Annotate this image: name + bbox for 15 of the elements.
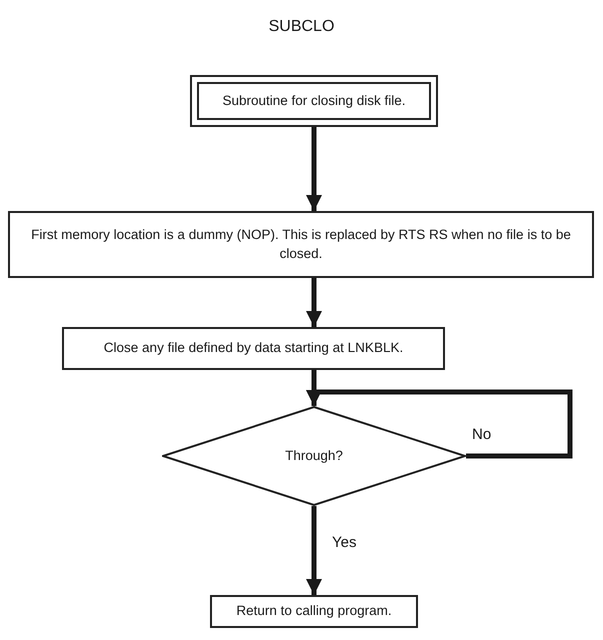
- node-text: Subroutine for closing disk file.: [222, 92, 406, 110]
- process-box: [62, 327, 445, 370]
- arrow: [306, 506, 322, 595]
- process-box: [210, 595, 418, 628]
- arrow: [306, 127, 322, 211]
- node-text: First memory location is a dummy (NOP). This is replaced by RTS RS when no file is to be closed.: [30, 226, 572, 262]
- node-text: Return to calling program.: [236, 602, 392, 620]
- process-box: [8, 211, 594, 278]
- node-text: Through?: [285, 446, 343, 465]
- arrow: [306, 390, 572, 458]
- start-box: [190, 75, 438, 127]
- decision-diamond: [162, 406, 466, 506]
- arrow: [306, 278, 322, 327]
- diagram-title: SUBCLO: [268, 18, 336, 36]
- node-text: Close any file defined by data starting at LNKBLK.: [104, 339, 404, 358]
